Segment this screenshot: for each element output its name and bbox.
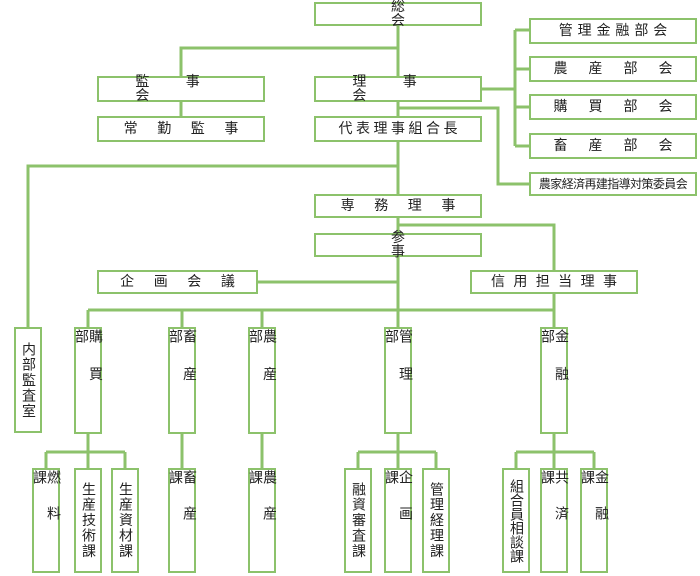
node-koubai-bukai: 購買部会 <box>529 94 697 120</box>
label: 農産部 <box>247 329 277 405</box>
label: 信用担当理事 <box>490 274 626 290</box>
node-kinyubu: 金融部 <box>539 327 569 434</box>
node-shinyou-riji: 信用担当理事 <box>470 270 638 294</box>
node-kanri-keiri: 管理経理課 <box>422 468 450 573</box>
label: 組合員相談課 <box>508 478 524 563</box>
node-senmu: 専務理事 <box>314 194 482 218</box>
label: 管理部 <box>383 329 413 405</box>
label: 管理経理課 <box>428 482 444 559</box>
label: 畜産部会 <box>553 138 694 154</box>
link-shinyou <box>398 223 556 270</box>
label: 監事会 <box>135 74 237 104</box>
label: 金融課 <box>579 470 609 543</box>
node-kanjikai: 監事会 <box>97 74 265 104</box>
node-nousanka: 農産課 <box>247 468 277 573</box>
link-kanji-branch <box>179 46 398 76</box>
node-sanji: 参事 <box>314 231 482 259</box>
node-joukin-kanji: 常勤監事 <box>97 116 265 142</box>
label: 購買部 <box>73 329 103 405</box>
label: 生産技術課 <box>80 482 96 559</box>
label: 理事会 <box>352 74 454 104</box>
node-koubaibu: 購買部 <box>73 327 103 434</box>
node-naibu-kansa: 内部監査室 <box>14 327 42 433</box>
node-nousan-bukai: 農産部会 <box>529 56 697 82</box>
label: 常勤監事 <box>123 121 258 137</box>
node-yuushi-shinsa: 融資審査課 <box>344 468 372 573</box>
label: 燃料課 <box>31 470 61 543</box>
label: 金融部 <box>539 329 569 405</box>
label: 生産資材課 <box>117 482 133 559</box>
node-kikaku-kaigi: 企画会議 <box>97 270 258 294</box>
label: 代表理事組合長 <box>338 121 461 137</box>
label: 畜産部 <box>167 329 197 405</box>
label: 融資審査課 <box>350 482 366 559</box>
node-soukai: 総会 <box>314 0 482 29</box>
node-daihyo: 代表理事組合長 <box>314 116 482 142</box>
label: 専務理事 <box>340 198 475 214</box>
label: 農産課 <box>247 470 277 543</box>
node-seisan-shizai: 生産資材課 <box>111 468 139 573</box>
label: 参事 <box>391 230 506 260</box>
label: 共済課 <box>539 470 569 543</box>
node-seisan-gijutsu: 生産技術課 <box>74 468 102 573</box>
node-kinyuka: 金融課 <box>579 468 609 573</box>
node-chikusanbu: 畜産部 <box>167 327 197 434</box>
node-chikusan-bukai: 畜産部会 <box>529 133 697 159</box>
label: 畜産課 <box>167 470 197 543</box>
node-nousanbu: 農産部 <box>247 327 277 434</box>
label: 管理金融部会 <box>558 23 673 39</box>
label: 農家経済再建指導対策委員会 <box>538 177 688 191</box>
node-kumiaiin-soudan: 組合員相談課 <box>502 468 530 573</box>
node-kikakuka: 企画課 <box>383 468 413 573</box>
node-rijikai: 理事会 <box>314 74 482 104</box>
label: 総会 <box>391 0 482 29</box>
node-chikusanka: 畜産課 <box>167 468 197 573</box>
label: 企画課 <box>383 470 413 543</box>
node-kanri-kinyu-bukai: 管理金融部会 <box>529 18 697 44</box>
link-naibu-kansa <box>26 164 398 327</box>
label: 企画会議 <box>120 274 255 290</box>
link-iinkai <box>398 106 529 186</box>
node-kyousai: 共済課 <box>539 468 569 573</box>
label: 内部監査室 <box>20 341 36 419</box>
label: 農産部会 <box>553 61 694 77</box>
label: 購買部会 <box>553 99 694 115</box>
node-nenryou: 燃料課 <box>31 468 61 573</box>
node-kanribu: 管理部 <box>383 327 413 434</box>
node-keizai-iinkai: 農家経済再建指導対策委員会 <box>529 172 697 196</box>
